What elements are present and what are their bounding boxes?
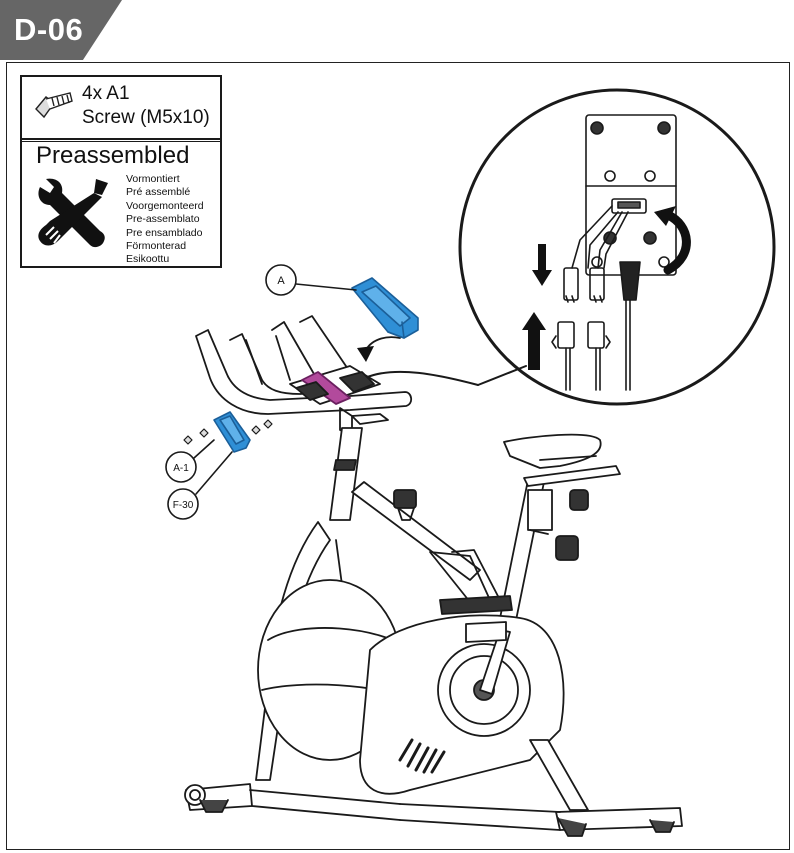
translation-sv: Förmonterad xyxy=(126,240,187,253)
arrow-down-icon xyxy=(532,244,552,286)
part-name: Screw (M5x10) xyxy=(82,107,210,128)
bike-frame xyxy=(184,427,683,837)
diagram-frame xyxy=(6,62,790,850)
translation-nl: Voorgemonteerd xyxy=(126,199,204,212)
screws-a1 xyxy=(183,419,273,445)
translations-list: Vormontiert Pré assemblé Voorgemonteerd … xyxy=(126,173,204,267)
detail-zoom-circle xyxy=(458,88,776,406)
handlebars xyxy=(195,315,413,437)
translation-es: Pre ensamblado xyxy=(126,226,203,239)
translation-it: Pre-assemblato xyxy=(126,213,200,226)
preassembled-title: Preassembled xyxy=(36,142,190,169)
callout-a-label: A xyxy=(277,275,285,287)
parts-info-panel: 4x A1 Screw (M5x10) Preassembled Vormont… xyxy=(20,75,222,268)
translation-fr: Pré assemblé xyxy=(126,186,191,199)
screw-icon xyxy=(35,92,73,119)
step-label: D-06 xyxy=(14,12,84,47)
translation-fi: Esikoottu xyxy=(126,253,170,266)
arrow-up-icon xyxy=(522,312,546,370)
part-a-cover xyxy=(351,277,419,339)
callout-a1-label: A-1 xyxy=(173,463,189,474)
translation-de: Vormontiert xyxy=(126,173,180,185)
part-f30-bracket xyxy=(213,411,251,453)
wrench-screwdriver-icon xyxy=(38,178,108,248)
callout-f30-label: F-30 xyxy=(173,500,194,511)
panel-divider xyxy=(22,138,220,140)
part-quantity: 4x A1 xyxy=(82,83,130,104)
rotate-arrow-icon xyxy=(654,206,691,275)
panel-divider xyxy=(22,141,220,142)
